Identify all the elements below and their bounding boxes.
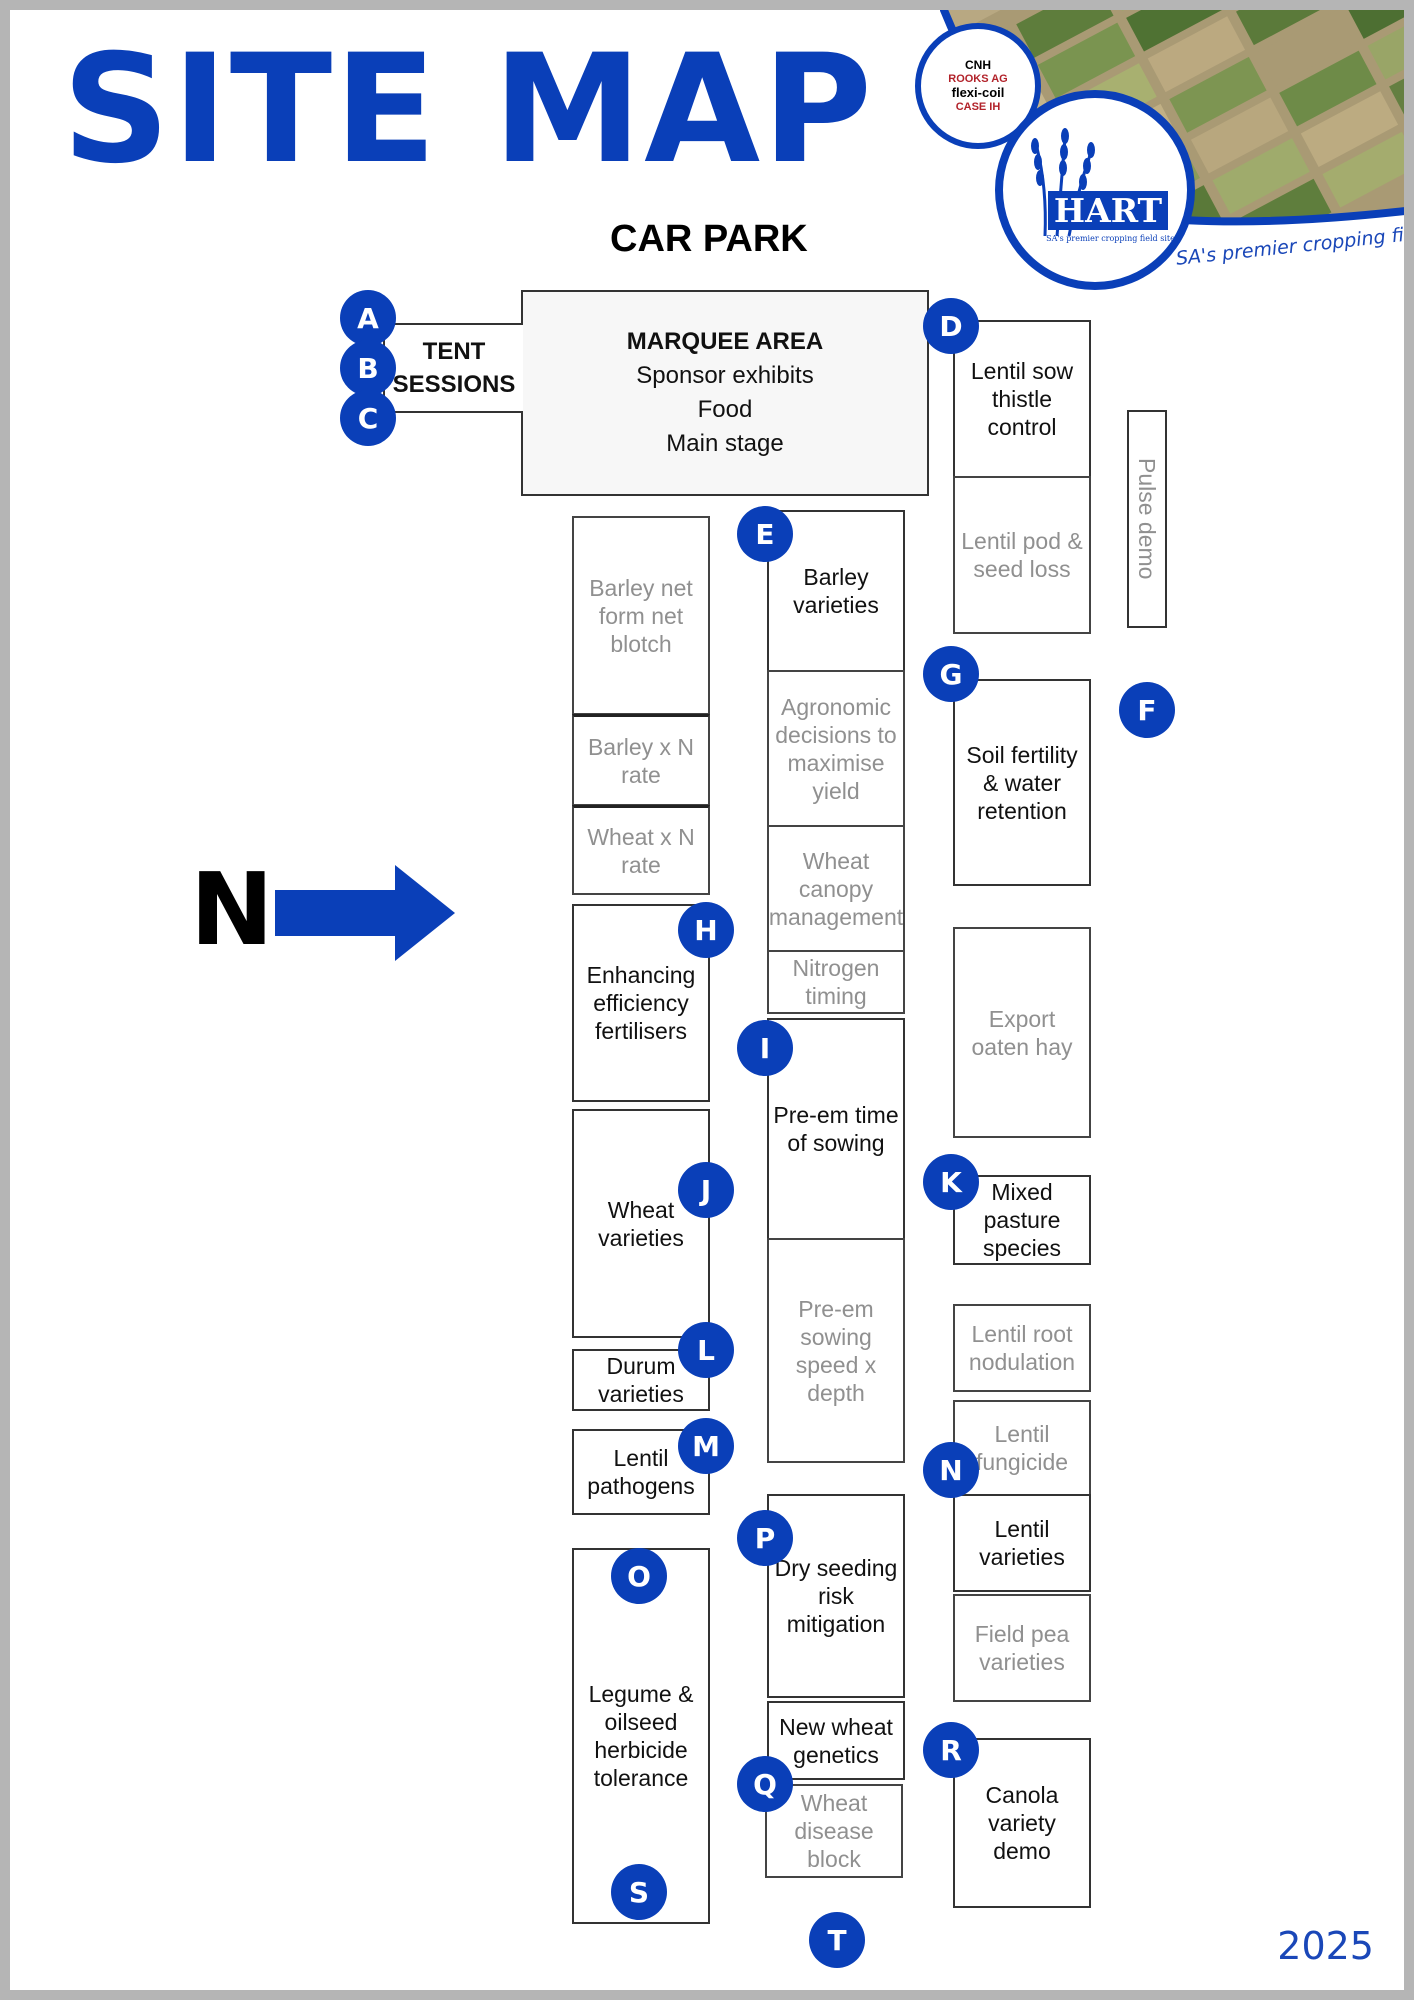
marquee-line: Food — [697, 396, 753, 423]
plot-wheat-canopy-management: Wheat canopy management — [767, 825, 905, 952]
plot-lentil-pod-seed-loss: Lentil pod & seed loss — [953, 476, 1091, 634]
marker-p[interactable]: P — [737, 1510, 793, 1566]
hart-logo: HART SA's premier cropping field site — [995, 90, 1195, 290]
marker-t[interactable]: T — [809, 1912, 865, 1968]
plot-lentil-varieties: Lentil varieties — [953, 1494, 1091, 1592]
marker-l[interactable]: L — [678, 1322, 734, 1378]
plot-lentil-fungicide: Lentil fungicide — [953, 1400, 1091, 1496]
marker-i[interactable]: I — [737, 1020, 793, 1076]
hart-wordmark: HART — [1043, 190, 1173, 230]
cnh-logo: CNH — [965, 58, 991, 72]
marker-e[interactable]: E — [737, 506, 793, 562]
plot-barley-net-form: Barley net form net blotch — [572, 516, 710, 715]
plot-wheat-x-n-rate: Wheat x N rate — [572, 805, 710, 895]
plot-new-wheat-genetics: New wheat genetics — [767, 1701, 905, 1780]
plot-legume-oilseed-herbicide: Legume & oilseed herbicide tolerance — [572, 1548, 710, 1924]
marker-d[interactable]: D — [923, 298, 979, 354]
marquee-line: Main stage — [666, 430, 784, 457]
plot-lentil-sow-thistle: Lentil sow thistle control — [953, 320, 1091, 478]
marker-b[interactable]: B — [340, 340, 396, 396]
marquee-heading: MARQUEE AREA — [626, 328, 824, 355]
plot-nitrogen-timing: Nitrogen timing — [767, 950, 905, 1014]
marker-c[interactable]: C — [340, 390, 396, 446]
marker-m[interactable]: M — [678, 1418, 734, 1474]
plot-pre-em-sowing-speed: Pre-em sowing speed x depth — [767, 1238, 905, 1463]
rooks-ag-logo: ROOKS AG — [948, 73, 1008, 85]
plot-wheat-varieties: Wheat varieties — [572, 1109, 710, 1338]
marker-o[interactable]: O — [611, 1548, 667, 1604]
marquee-line: Sponsor exhibits — [636, 362, 814, 389]
plot-barley-x-n-rate: Barley x N rate — [572, 714, 710, 806]
plot-pulse-demo: Pulse demo — [1127, 410, 1167, 628]
page-title: SITE MAP — [62, 23, 875, 197]
plot-agronomic-decisions: Agronomic decisions to maximise yield — [767, 670, 905, 827]
plot-canola-variety-demo: Canola variety demo — [953, 1738, 1091, 1908]
marker-a[interactable]: A — [340, 290, 396, 346]
tent-sessions: TENT SESSIONS — [383, 323, 523, 413]
marker-g[interactable]: G — [923, 646, 979, 702]
plot-soil-fertility: Soil fertility & water retention — [953, 679, 1091, 886]
north-arrow-icon — [275, 865, 455, 961]
year-label: 2025 — [1277, 1924, 1374, 1968]
marker-n[interactable]: N — [923, 1442, 979, 1498]
marker-r[interactable]: R — [923, 1722, 979, 1778]
north-label: N — [190, 851, 274, 968]
site-map-page: SA's premier cropping field site CNH ROO… — [10, 10, 1404, 1990]
plot-export-oaten-hay: Export oaten hay — [953, 927, 1091, 1138]
flexi-coil-logo: flexi-coil — [951, 85, 1005, 100]
plot-lentil-root-nodulation: Lentil root nodulation — [953, 1304, 1091, 1392]
marker-k[interactable]: K — [923, 1154, 979, 1210]
marker-s[interactable]: S — [611, 1864, 667, 1920]
marker-j[interactable]: J — [678, 1162, 734, 1218]
plot-enhancing-efficiency-fertilisers: Enhancing efficiency fertilisers — [572, 904, 710, 1102]
marquee-area: MARQUEE AREA Sponsor exhibits Food Main … — [521, 290, 929, 496]
plot-field-pea-varieties: Field pea varieties — [953, 1594, 1091, 1702]
marker-f[interactable]: F — [1119, 682, 1175, 738]
car-park-label: CAR PARK — [610, 218, 808, 260]
hart-subtitle: SA's premier cropping field site — [1046, 234, 1175, 243]
case-ih-logo: CASE IH — [955, 101, 1001, 113]
marker-q[interactable]: Q — [737, 1756, 793, 1812]
marker-h[interactable]: H — [678, 902, 734, 958]
